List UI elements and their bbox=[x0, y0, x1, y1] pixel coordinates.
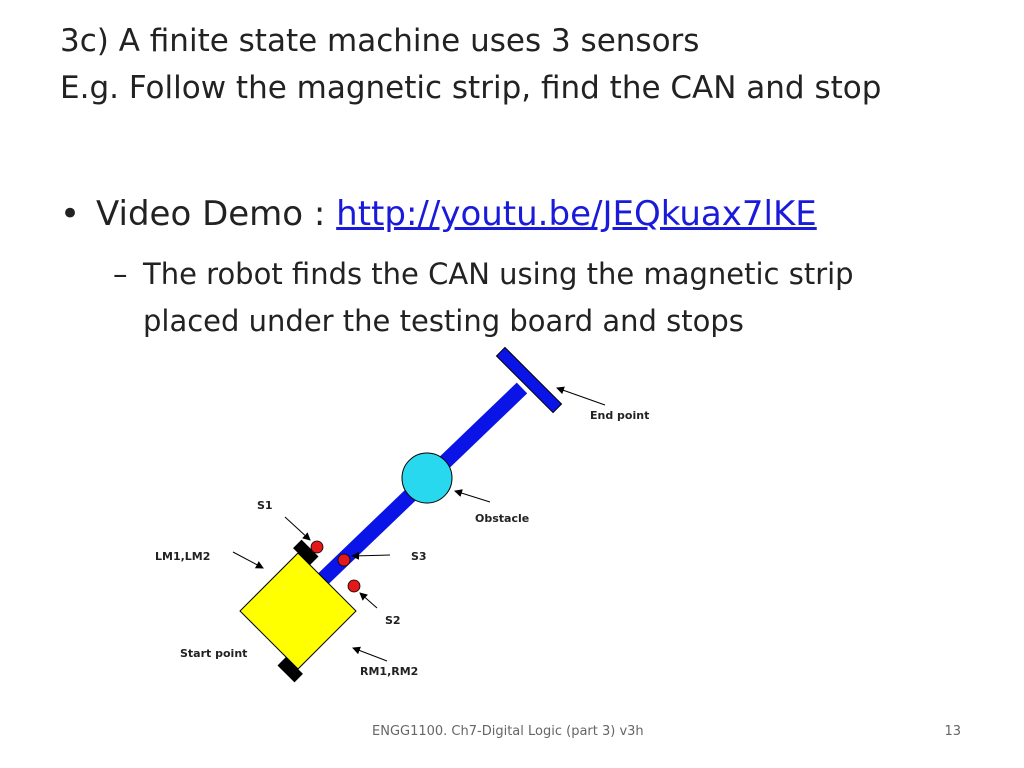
sub-bullet: –The robot finds the CAN using the magne… bbox=[113, 251, 854, 345]
arrow-s1 bbox=[284, 516, 311, 541]
video-demo-link[interactable]: http://youtu.be/JEQkuax7lKE bbox=[336, 194, 817, 234]
title-line-2: E.g. Follow the magnetic strip, find the… bbox=[60, 70, 882, 106]
arrow-end-point bbox=[556, 386, 606, 406]
arrow-obstacle bbox=[454, 489, 491, 503]
right-wheel-icon bbox=[277, 656, 303, 683]
label-right-motors: RM1,RM2 bbox=[360, 665, 418, 678]
label-end-point: End point bbox=[590, 409, 649, 422]
sensor-s2 bbox=[347, 579, 361, 593]
page-number: 13 bbox=[944, 724, 961, 739]
bullet-prefix: Video Demo : bbox=[96, 194, 337, 234]
bullet-marker: • bbox=[60, 194, 81, 234]
left-wheel-icon bbox=[293, 539, 319, 566]
label-start-point: Start point bbox=[180, 647, 247, 660]
obstacle-can bbox=[401, 452, 453, 504]
robot bbox=[239, 539, 357, 683]
footer-course: ENGG1100. Ch7-Digital Logic (part 3) v3h bbox=[372, 724, 644, 739]
label-s3: S3 bbox=[411, 550, 427, 563]
sub-bullet-line-2: placed under the testing board and stops bbox=[143, 304, 744, 338]
end-point-bar bbox=[495, 346, 563, 414]
sensor-s3 bbox=[337, 553, 351, 567]
slide-title: 3c) A finite state machine uses 3 sensor… bbox=[60, 18, 980, 112]
label-obstacle: Obstacle bbox=[475, 512, 529, 525]
arrow-s3 bbox=[351, 551, 391, 560]
sensor-s1 bbox=[310, 540, 324, 554]
robot-body bbox=[239, 552, 357, 670]
sub-bullet-dash: – bbox=[113, 257, 128, 291]
title-line-1: 3c) A finite state machine uses 3 sensor… bbox=[60, 23, 700, 59]
arrow-s2 bbox=[359, 592, 378, 609]
arrow-right-motors bbox=[352, 646, 388, 662]
label-s1: S1 bbox=[257, 499, 273, 512]
sub-bullet-line-1: The robot finds the CAN using the magnet… bbox=[143, 257, 854, 291]
label-left-motors: LM1,LM2 bbox=[155, 550, 210, 563]
label-s2: S2 bbox=[385, 614, 401, 627]
arrow-left-motors bbox=[232, 551, 264, 569]
bullet-video-demo: • Video Demo : http://youtu.be/JEQkuax7lK… bbox=[60, 189, 817, 239]
